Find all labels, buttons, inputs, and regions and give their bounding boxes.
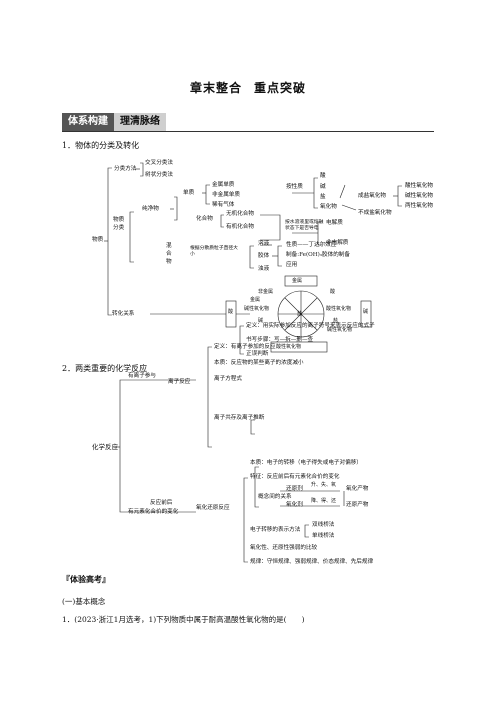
s1-method1: 交叉分类法 <box>145 160 173 166</box>
section2-heading: 2．两类重要的化学反应 <box>62 364 148 373</box>
s1-salt-forming-oxide: 成盐氧化物 <box>358 193 386 199</box>
s1-simple: 单质 <box>183 190 195 196</box>
s1-simple2: 非金属单质 <box>212 192 240 198</box>
s2-redox-branch-2: 有元素化合价的变化 <box>128 509 179 515</box>
s1-dispersion-basis: 根据分散质粒子直径大小 <box>190 246 238 257</box>
s1-compound: 化合物 <box>196 216 213 222</box>
s2-ion-coexist: 离子共存及离子推断 <box>214 415 265 421</box>
s2-redox: 氧化还原反应 <box>196 505 230 511</box>
s2-strength: 氧化性、还原性强弱的比较 <box>250 545 318 551</box>
s2-red-product: 还原产物 <box>346 502 369 508</box>
exam-section: (一)基本概念 <box>62 597 106 606</box>
s1-simple3: 稀有气体 <box>212 202 235 208</box>
s1-colloid: 胶体 <box>258 253 270 259</box>
s2-transfer: 电子转移的表示方法 <box>250 527 301 533</box>
s1-colloid-prep: 制备:Fe(OH)₃胶体的制备 <box>286 252 350 258</box>
s2-double-bridge: 双线桥法 <box>312 522 335 528</box>
s2-redox-feature: 特征：反应前后有元素化合价的变化 <box>250 474 340 480</box>
s1-colloid-app: 应用 <box>286 262 298 268</box>
banner-rule <box>62 131 434 132</box>
wheel-acid: 酸 <box>330 289 336 295</box>
page-title: 章末整合重点突破 <box>189 81 307 95</box>
wheel-top: 金属 <box>292 278 303 284</box>
s2-oxidant: 氧化剂 <box>286 502 303 508</box>
s2-eq-def: 定义：用实际参加反应的离子符号来表示反应的式子 <box>246 323 375 329</box>
wheel-corner-base: 碱 <box>363 309 369 315</box>
s2-eq-judge: 正误判断 <box>246 351 269 357</box>
s1-pure: 纯净物 <box>142 206 159 212</box>
s2-ion-essence: 本质：反应物的某些离子的浓度减小 <box>214 360 304 366</box>
s1-mixture: 混合物 <box>166 243 172 265</box>
s2-ox-product: 氧化产物 <box>346 486 369 492</box>
wheel-salt-right: 盐 <box>333 318 339 324</box>
s1-simple1: 金属单质 <box>212 182 235 188</box>
s1-non-electrolyte: 非电解质 <box>326 240 349 246</box>
exam-question-1: 1．(2023·浙江1月选考，1)下列物质中属于耐高温酸性氧化物的是( ) <box>62 615 305 624</box>
wheel-nonmetal: 非金属 <box>258 289 274 295</box>
banner-right: 理清脉络 <box>114 113 166 131</box>
s2-root: 化学反应 <box>92 443 118 451</box>
s1-inorganic: 无机化合物 <box>226 211 254 217</box>
s1-acid: 酸 <box>320 173 326 179</box>
s1-basic-oxide: 碱性氧化物 <box>405 193 433 199</box>
wheel-corner-acid: 酸 <box>228 309 234 315</box>
s1-electrolyte-criterion: 按水溶液里或熔融状态下是否导电 <box>285 220 324 231</box>
s2-concept: 概念间的关系 <box>258 494 292 500</box>
s1-by-property: 按性质 <box>286 184 303 190</box>
s1-method2: 树状分类法 <box>145 172 173 178</box>
wheel-bottom: 酸性氧化物 <box>276 344 302 350</box>
s2-ion-equation: 离子方程式 <box>214 376 242 382</box>
s1-suspension: 浊液 <box>258 266 270 272</box>
s1-amphoteric-oxide: 两性氧化物 <box>405 203 433 209</box>
s1-salt: 盐 <box>320 194 326 200</box>
wheel-metal: 金属 <box>250 297 261 303</box>
section1-heading: 1．物体的分类及转化 <box>62 141 140 150</box>
wheel-base: 碱 <box>258 318 264 324</box>
s2-oxidant-note: 降、得、还 <box>311 498 337 504</box>
section-banner: 体系构建 理清脉络 <box>62 113 166 131</box>
s1-base: 碱 <box>320 184 326 190</box>
s1-colloid-prop: 性质——丁达尔效应 <box>286 242 337 248</box>
wheel-basic-oxide-right: 碱性氧化物 <box>327 327 353 333</box>
s1-transform: 转化关系 <box>112 311 135 317</box>
banner-left: 体系构建 <box>62 113 114 131</box>
s2-ion-def: 定义：有离子参加的反应 <box>214 344 276 350</box>
s2-eq-steps: 书写步骤：写—拆—删—查 <box>246 337 314 343</box>
s2-ion-reaction: 离子反应 <box>168 379 191 385</box>
s2-laws: 规律：守恒规律、强弱规律、价态规律、先后规律 <box>250 559 374 565</box>
s2-redox-branch-1: 反应前后 <box>150 500 173 506</box>
s1-electrolyte: 电解质 <box>326 220 343 226</box>
exam-heading: 『体验高考』 <box>62 575 110 584</box>
wheel-acidic-oxide: 酸性氧化物 <box>326 306 352 312</box>
s1-classify-methods: 分类方法 <box>114 166 137 172</box>
s2-redox-essence: 本质：电子的转移（电子得失或电子对偏移） <box>250 460 362 466</box>
wheel-salt: 盐 <box>297 311 303 317</box>
s2-reductant-note: 升、失、氧 <box>311 482 337 488</box>
s1-wuzhi-fenlei: 物质分类 <box>113 217 125 231</box>
wheel-basic-oxide: 碱性氧化物 <box>244 306 270 312</box>
s1-acidic-oxide: 酸性氧化物 <box>405 183 433 189</box>
s1-root: 物质 <box>92 237 104 243</box>
s1-oxide: 氧化物 <box>320 204 337 210</box>
s1-solution: 溶液 <box>258 241 270 247</box>
s1-non-salt-oxide: 不成盐氧化物 <box>358 210 392 216</box>
s2-single-bridge: 单线桥法 <box>312 533 335 539</box>
s2-ion-branch: 有离子参与 <box>128 373 156 379</box>
s2-reductant: 还原剂 <box>286 486 303 492</box>
s1-organic: 有机化合物 <box>226 224 254 230</box>
